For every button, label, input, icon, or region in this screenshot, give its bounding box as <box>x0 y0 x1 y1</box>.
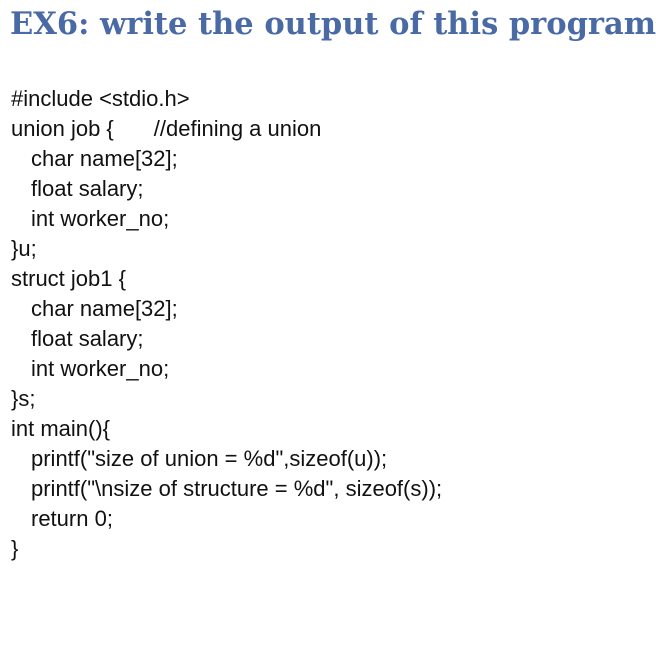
code-text: union job { <box>11 116 114 141</box>
code-line: float salary; <box>11 324 631 354</box>
code-line: int main(){ <box>11 414 631 444</box>
code-text: struct job1 { <box>11 266 126 291</box>
code-comment: //defining a union <box>153 116 322 141</box>
code-line: }s; <box>11 384 631 414</box>
code-text: }s; <box>11 386 36 411</box>
code-text: return 0; <box>31 506 113 531</box>
code-line: char name[32]; <box>11 294 631 324</box>
code-line: return 0; <box>11 504 631 534</box>
code-block: #include <stdio.h> union job { //defining… <box>11 84 631 564</box>
code-text: int worker_no; <box>31 206 170 231</box>
code-line: union job { //defining a union <box>11 114 631 144</box>
code-text: printf("\nsize of structure = %d", sizeo… <box>31 476 443 501</box>
code-text: char name[32]; <box>31 146 178 171</box>
slide: EX6: write the output of this program #i… <box>10 6 656 564</box>
code-text: char name[32]; <box>31 296 178 321</box>
code-text: float salary; <box>31 176 144 201</box>
code-line: char name[32]; <box>11 144 631 174</box>
code-text: } <box>11 536 19 561</box>
code-text: int main(){ <box>11 416 111 441</box>
code-line: float salary; <box>11 174 631 204</box>
code-line: int worker_no; <box>11 204 631 234</box>
code-text: printf("size of union = %d",sizeof(u)); <box>31 446 388 471</box>
code-line: }u; <box>11 234 631 264</box>
slide-title: EX6: write the output of this program <box>10 6 656 42</box>
code-line: struct job1 { <box>11 264 631 294</box>
code-text: #include <stdio.h> <box>11 86 190 111</box>
code-line: printf("size of union = %d",sizeof(u)); <box>11 444 631 474</box>
code-text: float salary; <box>31 326 144 351</box>
code-line: printf("\nsize of structure = %d", sizeo… <box>11 474 631 504</box>
code-line: int worker_no; <box>11 354 631 384</box>
code-line: } <box>11 534 631 564</box>
code-text: }u; <box>11 236 37 261</box>
code-text: int worker_no; <box>31 356 170 381</box>
code-line: #include <stdio.h> <box>11 84 631 114</box>
